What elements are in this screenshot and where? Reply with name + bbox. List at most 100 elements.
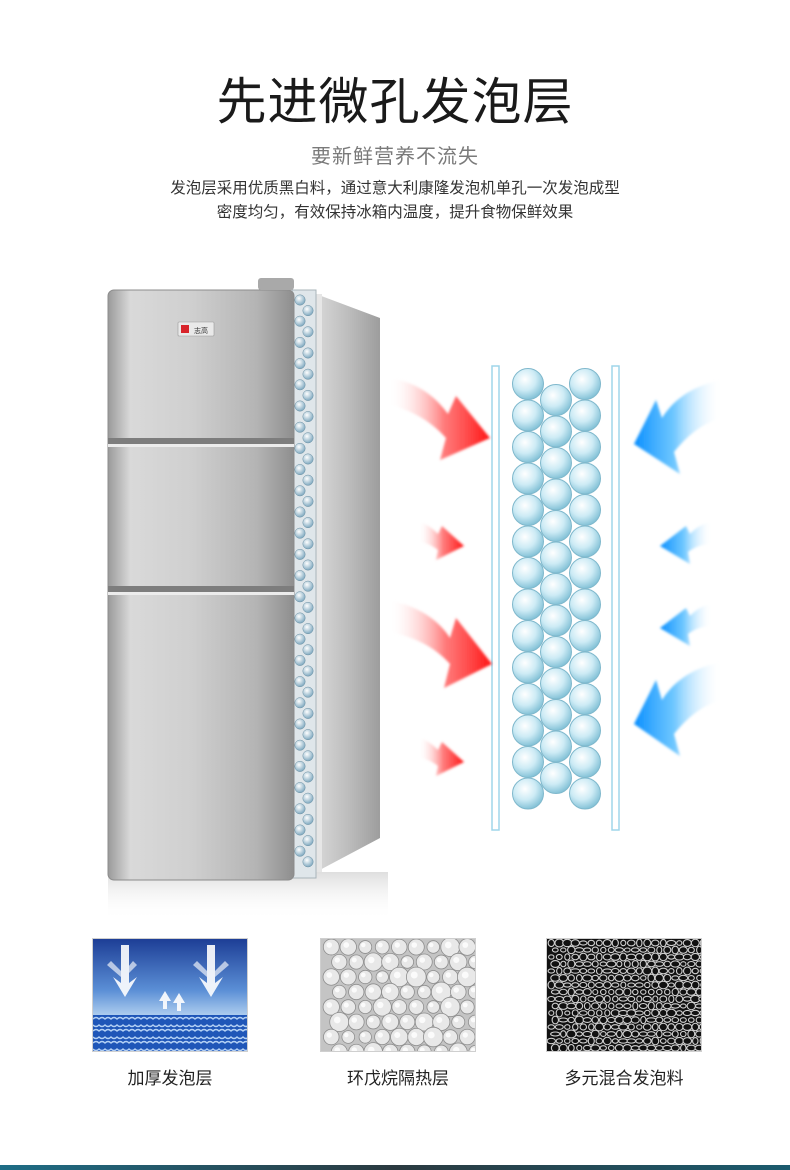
fridge-foam-bubble — [302, 474, 314, 486]
fridge-foam-bubble — [302, 453, 314, 465]
fridge-foam-bubble — [294, 782, 306, 794]
foam-bubble — [569, 431, 601, 463]
fridge-foam-bubble — [294, 336, 306, 348]
foam-bubble — [540, 510, 572, 542]
feature-label-mixed-foam: 多元混合发泡料 — [564, 1069, 684, 1089]
foam-bubble — [540, 415, 572, 448]
fridge-foam-bubble — [294, 697, 306, 709]
foam-bubble — [512, 588, 544, 621]
fridge-foam-bubble — [294, 633, 306, 645]
foam-bubble — [569, 557, 601, 589]
foam-illustration: 志高 — [107, 278, 722, 920]
fridge-foam-bubble — [294, 718, 306, 730]
foam-bubble — [512, 714, 544, 747]
fridge-foam-bubble — [302, 432, 314, 444]
feature-label-thick-foam: 加厚发泡层 — [127, 1069, 213, 1089]
fridge-side-panel — [316, 294, 380, 872]
fridge-foam-bubble — [294, 824, 306, 836]
foam-bubble — [569, 399, 601, 432]
fridge-foam-bubble — [302, 623, 314, 635]
foam-bubble — [569, 746, 601, 778]
fridge-foam-bubble — [302, 813, 314, 825]
fridge-foam-bubble — [302, 580, 314, 592]
fridge-foam-bubble — [294, 739, 306, 751]
page-title: 先进微孔发泡层 — [216, 73, 574, 131]
fridge-foam-bubble — [294, 421, 306, 433]
foam-bubble — [569, 620, 601, 652]
foam-bubble — [569, 683, 601, 715]
foam-bubble — [512, 620, 544, 652]
heat-arrow-4 — [418, 738, 464, 776]
mixed-foam-material-icon — [546, 938, 702, 1052]
fridge-foam-bubble — [294, 294, 306, 306]
cold-arrow-2 — [660, 522, 712, 564]
fridge-foam-bubble — [302, 686, 314, 698]
foam-bubble — [540, 478, 572, 511]
fridge-foam-bubble — [294, 315, 306, 327]
description-line-2: 密度均匀，有效保持冰箱内温度，提升食物保鲜效果 — [216, 203, 574, 221]
foam-bubble — [569, 777, 601, 810]
fridge-foam-bubble — [302, 792, 314, 804]
fridge-foam-bubble — [302, 750, 314, 762]
foam-bubble — [512, 746, 544, 778]
foam-bubble — [512, 494, 544, 526]
fridge-foam-bubble — [302, 347, 314, 359]
fridge-foam-bubble — [294, 485, 306, 497]
fridge-foam-bubble — [294, 464, 306, 476]
fridge-foam-bubble — [294, 612, 306, 624]
fridge-foam-bubble — [294, 570, 306, 582]
fridge-foam-bubble — [294, 845, 306, 857]
foam-bubble — [569, 462, 601, 495]
fridge-foam-bubble — [302, 729, 314, 741]
foam-bubble — [569, 494, 601, 526]
foam-bubble — [512, 651, 544, 684]
foam-bubble — [512, 557, 544, 589]
heat-arrow-3 — [388, 600, 492, 688]
foam-bubble — [540, 762, 572, 794]
fridge-foam-bubble — [294, 548, 306, 560]
fridge-foam-bubble — [294, 379, 306, 391]
fridge-foam-bubble — [294, 506, 306, 518]
fridge-foam-bubble — [302, 495, 314, 507]
fridge-foam-bubble — [302, 368, 314, 380]
heat-arrow-2 — [418, 522, 464, 560]
foam-bubble — [540, 541, 572, 574]
foam-bubble — [569, 714, 601, 747]
feature-label-insulation: 环戊烷隔热层 — [347, 1069, 449, 1089]
foam-bubble — [540, 447, 572, 479]
fridge-foam-bubble — [294, 442, 306, 454]
fridge-foam-bubble — [294, 654, 306, 666]
cold-arrow-4 — [634, 662, 722, 756]
fridge-foam-bubble — [302, 305, 314, 317]
foam-bubble — [540, 699, 572, 731]
cold-arrow-1 — [634, 380, 722, 474]
foam-bubble — [512, 399, 544, 432]
heat-arrow-1 — [388, 378, 490, 460]
foam-bubble — [540, 730, 572, 763]
thick-foam-layer-icon — [92, 938, 248, 1052]
foam-bubble — [512, 368, 544, 400]
fridge-foam-bubble — [302, 559, 314, 571]
fridge-foam-bubble — [294, 527, 306, 539]
fridge-foam-bubble — [302, 389, 314, 401]
description-line-1: 发泡层采用优质黑白料，通过意大利康隆发泡机单孔一次发泡成型 — [170, 179, 620, 197]
fridge-foam-bubble — [294, 400, 306, 412]
foam-bubble — [540, 636, 572, 668]
foam-bubble — [540, 573, 572, 605]
fridge-foam-bubble — [302, 856, 314, 868]
fridge-foam-bubble — [302, 771, 314, 783]
foam-bubble — [540, 384, 572, 416]
foam-bubble — [569, 588, 601, 621]
foam-bubble — [512, 462, 544, 495]
fridge-foam-bubble — [302, 326, 314, 338]
fridge-foam-bubble — [294, 358, 306, 370]
foam-bubble — [569, 525, 601, 558]
fridge: 志高 — [107, 278, 295, 881]
fridge-foam-bubble — [302, 665, 314, 677]
fridge-foam-bubble — [294, 591, 306, 603]
foam-bubble — [569, 368, 601, 400]
foam-panel — [491, 365, 620, 831]
cold-arrow-3 — [660, 604, 712, 646]
heat-arrows — [388, 378, 492, 776]
description: 发泡层采用优质黑白料，通过意大利康隆发泡机单孔一次发泡成型 密度均匀，有效保持冰… — [0, 176, 790, 224]
